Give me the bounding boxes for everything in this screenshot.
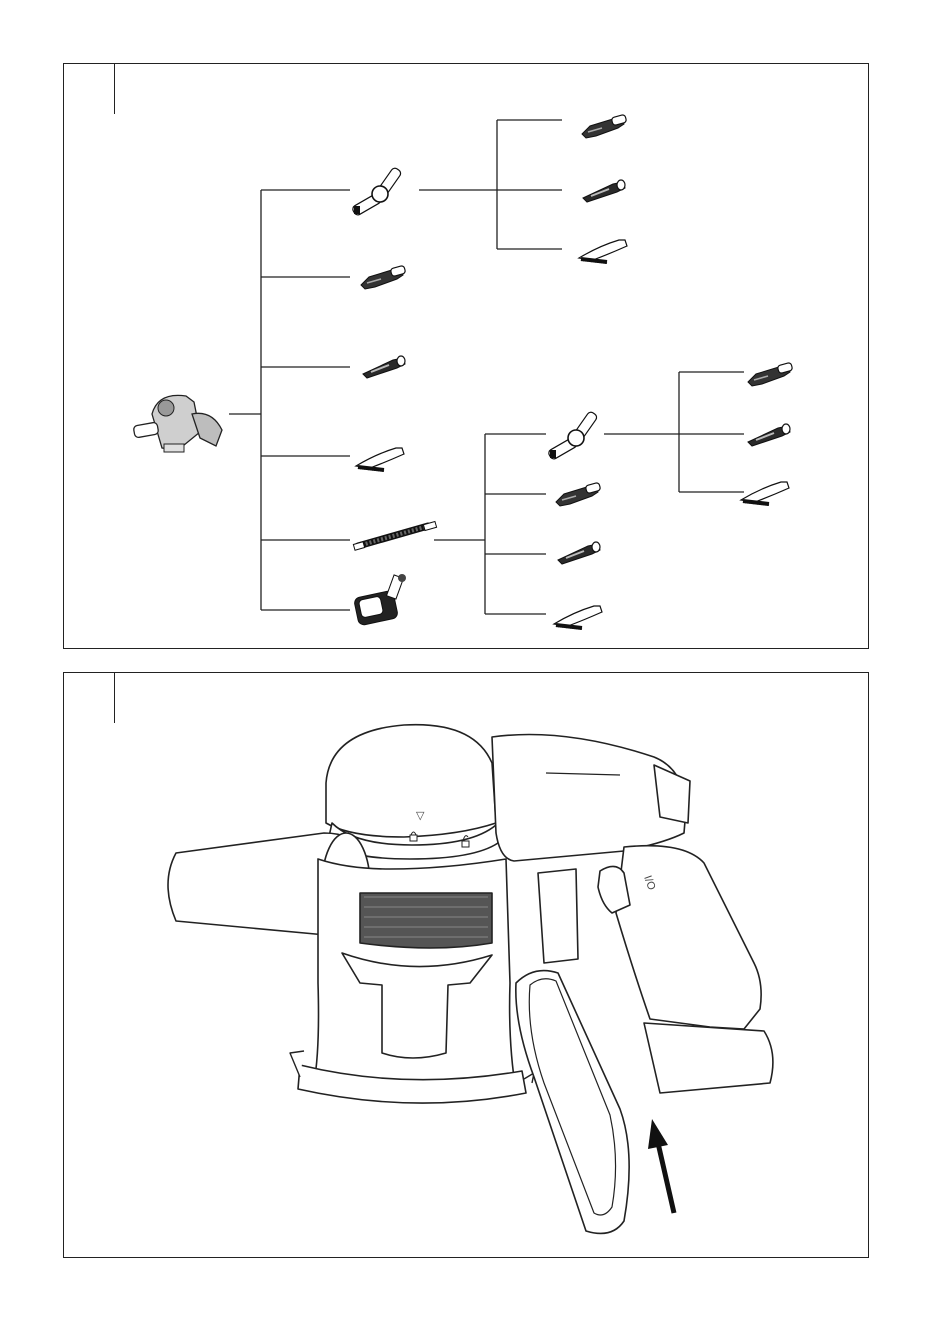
- accessory-tree-diagram: [64, 64, 870, 650]
- motorized-brush-head-icon: [354, 574, 406, 626]
- extension-joint-icon: [547, 411, 598, 461]
- slim-nozzle-icon: [583, 180, 625, 202]
- battery-slot: [538, 869, 578, 963]
- vent-grille: [654, 765, 690, 823]
- figure-panel-accessory-tree: [63, 63, 869, 649]
- release-marker-label: ▽: [416, 810, 425, 822]
- slim-nozzle-icon: [748, 424, 790, 446]
- motor-housing: [492, 735, 686, 862]
- crevice-tool-icon: [582, 114, 627, 138]
- crevice-tool-icon: [556, 482, 601, 506]
- filter-mesh: [360, 893, 492, 948]
- insert-direction-arrow-icon: [648, 1119, 674, 1213]
- brush-tool-icon: [356, 448, 404, 471]
- handle-base: [644, 1023, 773, 1093]
- slim-nozzle-icon: [558, 542, 600, 564]
- figure-panel-battery-insertion: ▽ I/O: [63, 672, 869, 1258]
- handheld-unit-icon: [133, 395, 222, 452]
- handle-grip: [616, 846, 761, 1029]
- slim-nozzle-icon: [363, 356, 405, 378]
- dust-cup-lid: [326, 725, 496, 837]
- brush-tool-icon: [741, 482, 789, 505]
- vacuum-battery-illustration: ▽ I/O: [64, 673, 870, 1259]
- crevice-tool-icon: [748, 362, 793, 386]
- extension-joint-icon: [351, 167, 402, 217]
- unlock-icon: [462, 836, 469, 847]
- brush-tool-icon: [579, 240, 627, 263]
- brush-tool-icon: [554, 606, 602, 629]
- crevice-tool-icon: [361, 265, 406, 289]
- extension-hose-icon: [353, 521, 436, 550]
